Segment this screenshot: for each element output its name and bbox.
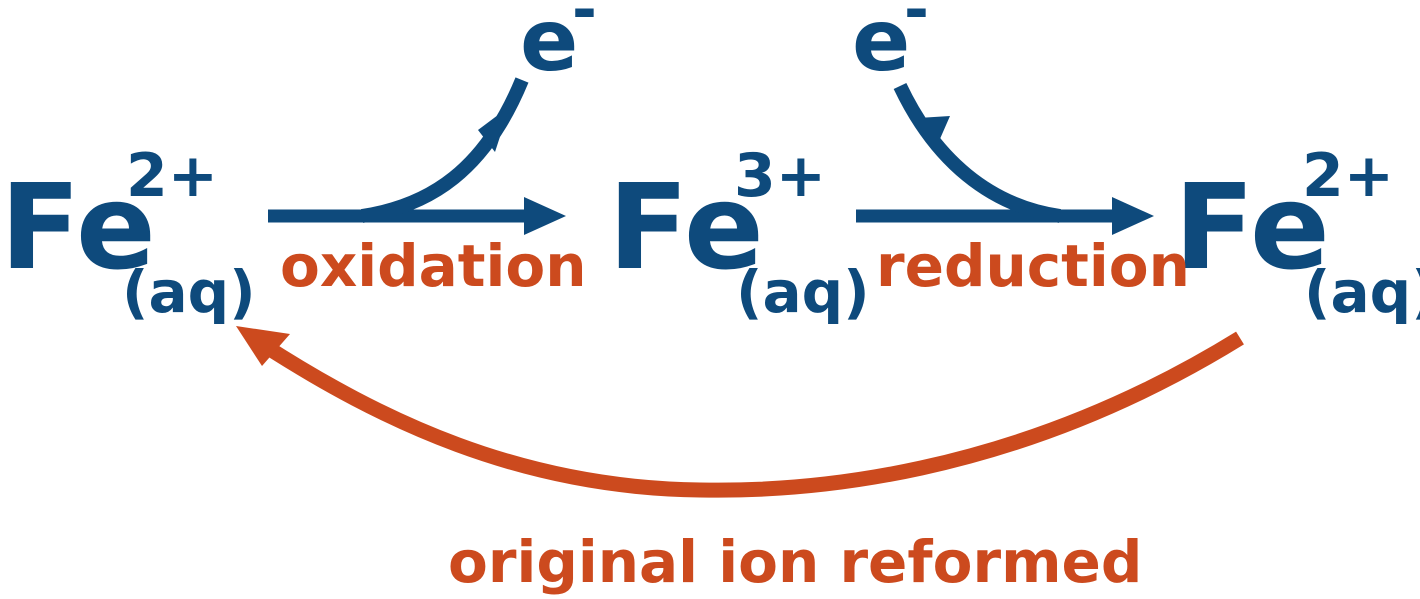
electron-released: e -	[520, 0, 597, 91]
species-fe2-right: Fe 2+ (aq)	[1174, 141, 1420, 326]
oxidation-arrow-head	[524, 197, 566, 235]
reformation-arrow	[236, 326, 1244, 498]
reformation-arrow-head	[236, 326, 290, 366]
electron-gain-curve	[893, 83, 1062, 223]
species-fe2-left-element: Fe	[0, 158, 156, 296]
electron-release-curve-path	[360, 77, 529, 223]
species-fe3-middle: Fe 3+ (aq)	[608, 141, 870, 326]
electron-gained-symbol: e	[852, 0, 910, 91]
oxidation-label: oxidation	[280, 232, 587, 300]
electron-gained-charge: -	[904, 0, 929, 45]
electron-released-symbol: e	[520, 0, 578, 91]
electron-release-curve	[360, 77, 529, 223]
electron-gain-curve-head	[918, 116, 950, 148]
species-fe3-middle-element: Fe	[608, 158, 764, 296]
species-fe2-left-state: (aq)	[122, 258, 256, 326]
cycle-label: original ion reformed	[448, 528, 1142, 596]
electron-gained: e -	[852, 0, 929, 91]
reduction-label: reduction	[876, 232, 1190, 300]
electron-gain-curve-path	[893, 83, 1062, 223]
species-fe3-middle-charge: 3+	[734, 141, 826, 211]
species-fe2-left: Fe 2+ (aq)	[0, 141, 256, 326]
electron-released-charge: -	[572, 0, 597, 45]
species-fe2-right-element: Fe	[1174, 158, 1330, 296]
species-fe3-middle-state: (aq)	[736, 258, 870, 326]
electron-release-curve-head	[478, 106, 510, 152]
oxidation-arrow	[268, 197, 566, 235]
species-fe2-right-charge: 2+	[1302, 141, 1394, 211]
species-fe2-left-charge: 2+	[126, 141, 218, 211]
reduction-arrow-head	[1112, 197, 1154, 235]
reformation-arrow-path	[257, 331, 1244, 498]
reduction-arrow	[856, 197, 1154, 235]
species-fe2-right-state: (aq)	[1304, 258, 1420, 326]
